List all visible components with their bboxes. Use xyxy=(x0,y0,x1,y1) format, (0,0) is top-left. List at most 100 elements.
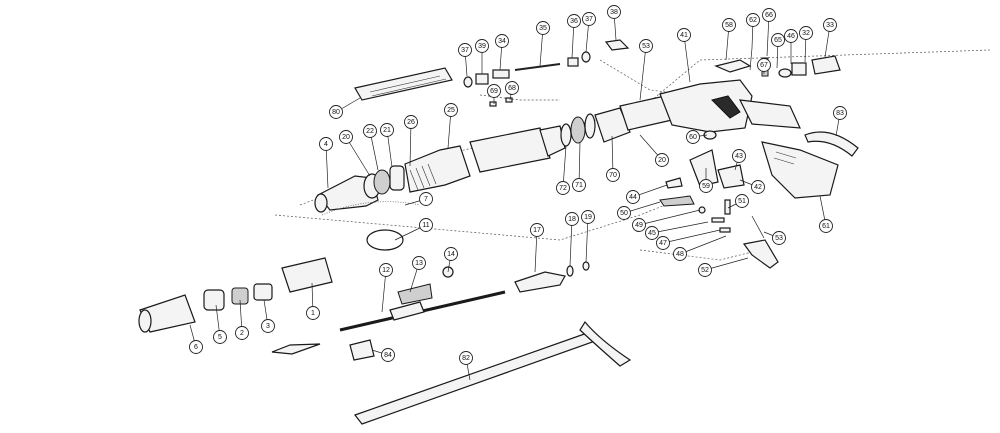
callout-circle-68 xyxy=(505,81,519,95)
callout-number-49: 49 xyxy=(635,222,643,229)
callout-circle-47 xyxy=(656,236,670,250)
callout-circle-25 xyxy=(444,103,458,117)
callout-number-70: 70 xyxy=(609,172,617,179)
callout-circle-48 xyxy=(673,247,687,261)
part-82-rod xyxy=(354,320,632,425)
callout-circle-2 xyxy=(235,326,249,340)
callout-number-3: 3 xyxy=(266,323,270,330)
callout-circle-20 xyxy=(339,130,353,144)
callout-circle-22 xyxy=(363,124,377,138)
callout-circle-36 xyxy=(567,14,581,28)
callout-number-84: 84 xyxy=(384,352,392,359)
callout-circle-11 xyxy=(419,218,433,232)
callout-leader-18 xyxy=(569,218,573,267)
callout-circle-41 xyxy=(677,28,691,42)
callout-number-6: 6 xyxy=(194,344,198,351)
callout-number-72: 72 xyxy=(559,185,567,192)
callout-number-37-b: 37 xyxy=(585,16,593,23)
callout-number-47: 47 xyxy=(659,240,667,247)
callout-number-52: 52 xyxy=(701,267,709,274)
callout-number-26: 26 xyxy=(407,119,415,126)
part-61-grip xyxy=(761,141,839,199)
callout-circle-44 xyxy=(626,190,640,204)
callout-circle-53 xyxy=(639,39,653,53)
callout-leader-17 xyxy=(534,229,538,273)
callout-circle-19 xyxy=(581,210,595,224)
callout-circle-18 xyxy=(565,212,579,226)
callout-number-13: 13 xyxy=(415,260,423,267)
callout-circle-51 xyxy=(735,194,749,208)
callout-number-62: 62 xyxy=(749,17,757,24)
rear-rings xyxy=(560,95,673,147)
callout-leader-71 xyxy=(578,141,581,186)
callout-number-60: 60 xyxy=(689,134,697,141)
callout-circle-5 xyxy=(213,330,227,344)
part-17-sleeve xyxy=(514,261,590,293)
callout-number-20-b: 20 xyxy=(658,157,666,164)
callout-circle-3 xyxy=(261,319,275,333)
top-middle-parts xyxy=(463,39,630,107)
callout-circle-83 xyxy=(833,106,847,120)
callout-leader-12 xyxy=(381,269,387,313)
callout-circle-46 xyxy=(784,29,798,43)
callout-number-39: 39 xyxy=(478,43,486,50)
callout-circle-42 xyxy=(751,180,765,194)
callout-number-7: 7 xyxy=(424,196,428,203)
callout-number-20: 20 xyxy=(342,134,350,141)
callout-leader-41 xyxy=(683,34,691,83)
part-41-receiver xyxy=(659,79,801,133)
callout-leader-45 xyxy=(651,221,709,234)
callout-number-68: 68 xyxy=(508,85,516,92)
callout-number-25: 25 xyxy=(447,107,455,114)
callout-circle-21 xyxy=(380,123,394,137)
top-small-parts xyxy=(714,47,841,78)
callout-circle-67 xyxy=(757,58,771,72)
callout-circle-80 xyxy=(329,105,343,119)
callout-number-12: 12 xyxy=(382,267,390,274)
callout-number-2: 2 xyxy=(240,330,244,337)
callout-number-1: 1 xyxy=(311,310,315,317)
callout-number-58: 58 xyxy=(725,22,733,29)
callout-number-36: 36 xyxy=(570,18,578,25)
callout-circle-50 xyxy=(617,206,631,220)
callout-number-71: 71 xyxy=(575,182,583,189)
callout-number-18: 18 xyxy=(568,216,576,223)
trigger-group xyxy=(689,130,745,189)
callout-circle-6 xyxy=(189,340,203,354)
callout-number-43: 43 xyxy=(735,153,743,160)
callout-number-45: 45 xyxy=(648,230,656,237)
callout-number-65: 65 xyxy=(774,37,782,44)
callout-circle-65 xyxy=(771,33,785,47)
part-84-block xyxy=(349,339,375,361)
callout-leader-72 xyxy=(562,145,567,189)
callout-circle-66 xyxy=(762,8,776,22)
callout-number-32: 32 xyxy=(802,30,810,37)
callout-circle-37 xyxy=(458,43,472,57)
part-83-lever xyxy=(804,131,859,157)
callout-circle-38 xyxy=(607,5,621,19)
rings-front xyxy=(363,165,405,199)
callout-number-11: 11 xyxy=(422,222,429,229)
callout-number-14: 14 xyxy=(447,251,455,258)
callout-number-4: 4 xyxy=(324,141,328,148)
callout-number-51: 51 xyxy=(738,198,746,205)
callout-circle-26 xyxy=(404,115,418,129)
callout-circle-53-b xyxy=(772,231,786,245)
callout-number-44: 44 xyxy=(629,194,637,201)
callout-circle-34 xyxy=(495,34,509,48)
callout-number-21: 21 xyxy=(383,127,391,134)
callout-number-33: 33 xyxy=(826,22,834,29)
callout-number-80: 80 xyxy=(332,109,340,116)
callout-circle-12 xyxy=(379,263,393,277)
callout-circle-71 xyxy=(572,178,586,192)
callout-circle-82 xyxy=(459,351,473,365)
callout-leader-20 xyxy=(345,136,371,177)
callout-number-59: 59 xyxy=(702,183,710,190)
callout-number-38: 38 xyxy=(610,9,618,16)
callout-circle-49 xyxy=(632,218,646,232)
callout-circle-1 xyxy=(306,306,320,320)
callout-number-66: 66 xyxy=(765,12,773,19)
callout-leader-52 xyxy=(704,257,749,271)
